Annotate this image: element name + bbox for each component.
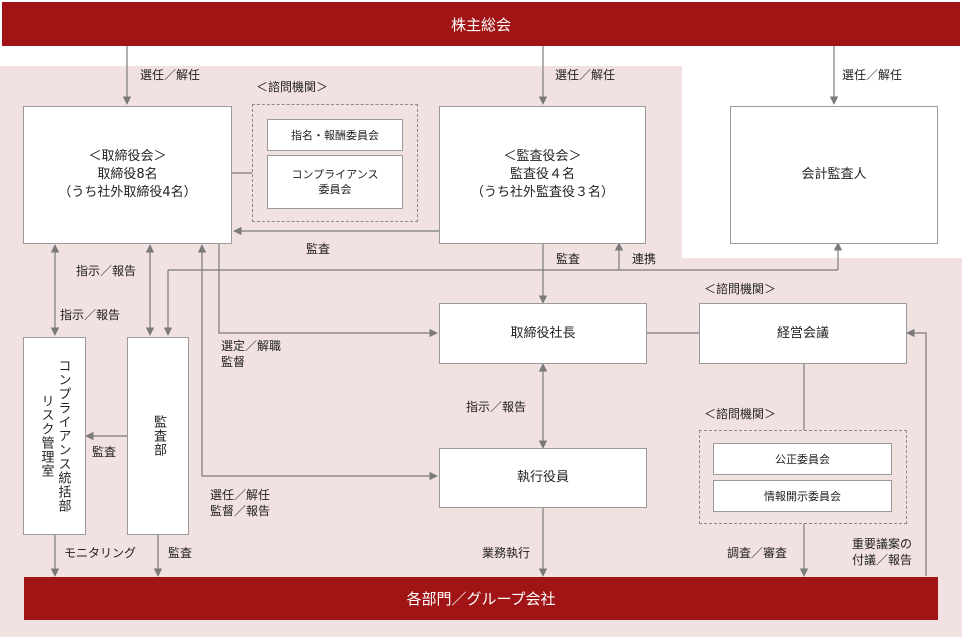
label-monitoring: モニタリング xyxy=(64,546,137,560)
departments-group-label: 各部門／グループ会社 xyxy=(406,590,556,608)
president-box: 取締役社長 xyxy=(439,303,647,364)
advisory-bodies-group-2 xyxy=(699,430,907,524)
disclosure-committee-box: 情報開示委員会 xyxy=(713,480,892,512)
label-audit-president: 監査 xyxy=(556,252,581,266)
compliance-risk-office-label: コンプライアンス統括部 リスク管理室 xyxy=(38,359,71,513)
label-elect-dismiss-auditors: 選任／解任 xyxy=(555,68,616,82)
shareholders-meeting-bar: 株主総会 xyxy=(2,2,960,46)
audit-board-members: 監査役４名 xyxy=(509,167,575,182)
accounting-auditor-box: 会計監査人 xyxy=(730,106,938,244)
label-elect-dismiss-board: 選任／解任 xyxy=(140,68,201,82)
label-instruct-report-auditdept: 指示／報告 xyxy=(76,264,137,278)
label-elect-dismiss-supervise-report: 選任／解任 監督／報告 xyxy=(210,488,271,518)
label-elect-dismiss-accounting: 選任／解任 xyxy=(842,68,903,82)
label-instruct-report-compliance: 指示／報告 xyxy=(60,308,121,322)
audit-board-title: ＜監査役会＞ xyxy=(503,149,582,164)
label-cooperation: 連携 xyxy=(632,252,657,266)
president-label: 取締役社長 xyxy=(510,325,576,341)
board-of-directors-box: ＜取締役会＞ 取締役8名 （うち社外取締役4名） xyxy=(23,106,232,244)
nomination-compensation-committee-box: 指名・報酬委員会 xyxy=(267,119,403,151)
label-audit-bottom: 監査 xyxy=(168,546,193,560)
label-business-execution: 業務執行 xyxy=(482,546,531,560)
management-council-label: 経営会議 xyxy=(776,325,829,341)
line-board-executives xyxy=(197,244,438,481)
audit-board-box: ＜監査役会＞ 監査役４名 （うち社外監査役３名） xyxy=(439,106,646,244)
advisory-label-2: ＜諮問機関＞ xyxy=(704,282,777,296)
nomination-compensation-committee-label: 指名・報酬委員会 xyxy=(291,128,379,142)
advisory-label-1: ＜諮問機関＞ xyxy=(256,80,329,94)
advisory-label-3: ＜諮問機関＞ xyxy=(704,407,777,421)
label-audit-board: 監査 xyxy=(306,242,331,256)
fairness-committee-box: 公正委員会 xyxy=(713,443,892,475)
executive-officers-label: 執行役員 xyxy=(516,470,569,485)
audit-department-box: 監査部 xyxy=(127,337,189,535)
audit-board-outside-members: （うち社外監査役３名） xyxy=(470,185,614,200)
board-title: ＜取締役会＞ xyxy=(88,149,167,164)
departments-group-bar: 各部門／グループ会社 xyxy=(24,577,938,620)
audit-department-label: 監査部 xyxy=(151,415,166,457)
compliance-committee-box: コンプライアンス 委員会 xyxy=(267,155,403,209)
label-audit-compliance: 監査 xyxy=(92,445,117,459)
label-instruct-report-executives: 指示／報告 xyxy=(466,400,527,414)
label-appoint-dismiss-supervise: 選定／解職 監督 xyxy=(221,339,282,369)
shareholders-meeting-label: 株主総会 xyxy=(450,15,511,34)
board-outside-members: （うち社外取締役4名） xyxy=(58,185,197,200)
board-members: 取締役8名 xyxy=(97,167,158,182)
accounting-auditor-label: 会計監査人 xyxy=(801,167,867,182)
disclosure-committee-label: 情報開示委員会 xyxy=(764,489,841,503)
line-important-matters xyxy=(906,328,927,576)
executive-officers-box: 執行役員 xyxy=(439,448,647,508)
label-important-matters: 重要議案の 付議／報告 xyxy=(852,537,913,567)
compliance-risk-office-box: コンプライアンス統括部 リスク管理室 xyxy=(23,337,86,535)
management-council-box: 経営会議 xyxy=(699,303,907,364)
advisory-bodies-group-1 xyxy=(252,104,418,222)
compliance-committee-label: コンプライアンス 委員会 xyxy=(291,168,379,196)
label-investigation-review: 調査／審査 xyxy=(727,546,788,560)
fairness-committee-label: 公正委員会 xyxy=(775,452,830,466)
